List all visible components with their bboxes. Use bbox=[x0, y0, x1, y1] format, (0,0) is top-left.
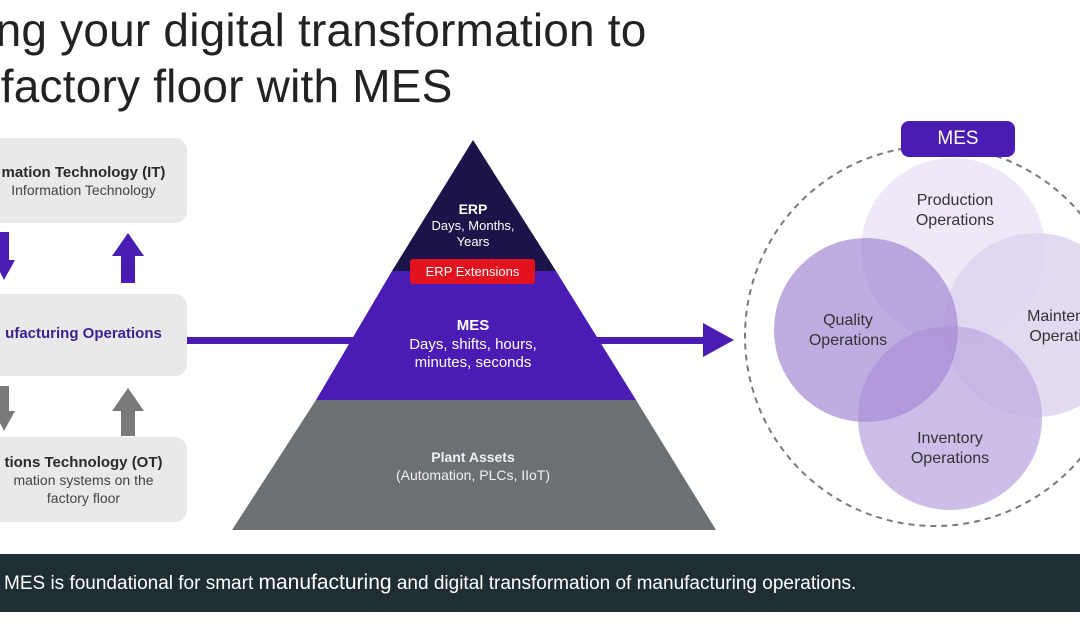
erp-extensions-badge: ERP Extensions bbox=[410, 259, 535, 284]
production-line-1: Production bbox=[916, 192, 994, 209]
manufacturing-operations-box: ufacturing Operations bbox=[0, 294, 187, 376]
quality-line-1: Quality bbox=[823, 312, 873, 329]
ot-title: tions Technology (OT) bbox=[4, 454, 163, 471]
erp-line-1: Days, Months, bbox=[431, 218, 515, 233]
arrow-up-ot-to-mo bbox=[112, 388, 144, 436]
mes-tag: MES bbox=[901, 121, 1015, 157]
banner-part-2: manufacturing bbox=[258, 571, 392, 594]
quality-operations-circle bbox=[774, 238, 958, 422]
ot-subtitle-line-1: mation systems on the bbox=[13, 472, 154, 488]
mes-line-1: Days, shifts, hours, bbox=[409, 336, 537, 353]
arrow-up-mo-to-it bbox=[112, 233, 144, 283]
ot-subtitle-line-2: factory floor bbox=[46, 490, 121, 506]
it-subtitle: Information Technology bbox=[11, 182, 156, 198]
production-line-2: Operations bbox=[915, 212, 995, 229]
maintenance-operations-label: Maintena Operatio bbox=[990, 307, 1080, 347]
it-box: mation Technology (IT) Information Techn… bbox=[0, 138, 187, 223]
mes-label: MES Days, shifts, hours, minutes, second… bbox=[390, 316, 556, 372]
plant-assets-title: Plant Assets bbox=[431, 449, 515, 465]
pyramid-erp-layer bbox=[392, 140, 556, 271]
production-operations-label: Production Operations bbox=[880, 191, 1030, 231]
inventory-line-2: Operations bbox=[910, 450, 990, 467]
title-line-2: e factory floor with MES bbox=[0, 60, 453, 112]
manufacturing-operations-title: ufacturing Operations bbox=[5, 325, 162, 342]
erp-title: ERP bbox=[458, 201, 488, 217]
banner-part-3: and digital transformation of manufactur… bbox=[391, 573, 857, 594]
title-line-1: king your digital transformation to bbox=[0, 4, 647, 56]
horizontal-arrow-head bbox=[703, 323, 734, 357]
plant-assets-subtitle: (Automation, PLCs, IIoT) bbox=[395, 467, 551, 483]
inventory-operations-label: Inventory Operations bbox=[880, 429, 1020, 469]
ot-box: tions Technology (OT) mation systems on … bbox=[0, 437, 187, 522]
quality-line-2: Operations bbox=[808, 332, 888, 349]
it-title: mation Technology (IT) bbox=[1, 164, 166, 181]
maintenance-line-1: Maintena bbox=[1027, 308, 1080, 325]
mes-line-2: minutes, seconds bbox=[414, 354, 532, 371]
erp-line-2: Years bbox=[456, 234, 490, 249]
maintenance-line-2: Operatio bbox=[1029, 328, 1080, 345]
inventory-line-1: Inventory bbox=[917, 430, 983, 447]
footer-banner: MES is foundational for smart manufactur… bbox=[0, 554, 1080, 612]
pyramid-plant-layer bbox=[232, 400, 716, 530]
page-title: king your digital transformation to e fa… bbox=[0, 2, 1080, 114]
arrow-down-it-to-mo bbox=[0, 232, 15, 280]
arrow-down-mo-to-ot bbox=[0, 386, 15, 431]
plant-assets-label: Plant Assets (Automation, PLCs, IIoT) bbox=[350, 448, 596, 484]
mes-title: MES bbox=[456, 317, 490, 334]
pyramid-mes-layer bbox=[316, 271, 636, 400]
erp-label: ERP Days, Months, Years bbox=[410, 200, 536, 250]
banner-part-1: MES is foundational for smart bbox=[4, 573, 259, 594]
quality-operations-label: Quality Operations bbox=[778, 311, 918, 351]
